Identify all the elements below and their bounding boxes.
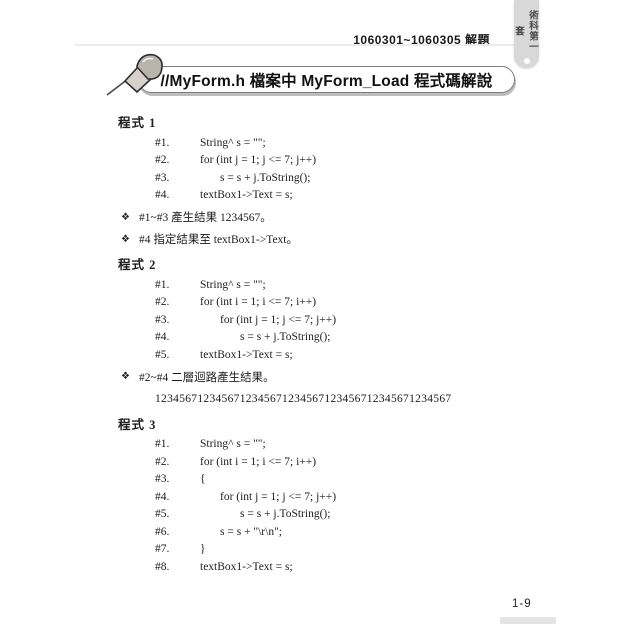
note-line: ❖ #2~#4 二層迴路產生結果。 xyxy=(118,366,558,388)
line-number: #1. xyxy=(155,136,170,149)
code-text: for (int i = 1; i <= 7; i++) xyxy=(200,296,317,309)
line-number: #2. xyxy=(155,455,170,468)
code-text: for (int j = 1; j <= 7; j++) xyxy=(220,313,337,326)
code-line: #1. String^ s = ""; xyxy=(118,436,558,454)
code-text: s = s + j.ToString(); xyxy=(240,508,331,521)
code-text: textBox1->Text = s; xyxy=(200,348,293,361)
note-line: ❖ #4 指定結果至 textBox1->Text。 xyxy=(118,228,558,250)
code-line: #3. { xyxy=(118,471,558,489)
line-number: #1. xyxy=(155,278,170,291)
chapter-side-tab[interactable]: 術科第一套 xyxy=(513,0,539,68)
note-text: #2~#4 二層迴路產生結果。 xyxy=(139,371,275,384)
notes-block: ❖ #1~#3 產生結果 1234567。 ❖ #4 指定結果至 textBox1->… xyxy=(118,206,558,250)
line-number: #4. xyxy=(155,331,170,344)
header-divider xyxy=(75,44,514,46)
page-header-title: 1060301~1060305 解題 xyxy=(353,33,490,47)
code-text: String^ s = ""; xyxy=(200,278,266,291)
code-text: for (int j = 1; j <= 7; j++) xyxy=(220,490,337,503)
code-line: #2. for (int i = 1; i <= 7; i++) xyxy=(118,294,558,312)
section-title-banner: //MyForm.h 檔案中 MyForm_Load 程式碼解說 xyxy=(138,66,515,93)
code-text: String^ s = ""; xyxy=(200,136,266,149)
side-tab-dot-icon xyxy=(523,58,530,64)
code-line: #8. textBox1->Text = s; xyxy=(118,558,558,576)
code-line: #5. textBox1->Text = s; xyxy=(118,346,558,364)
code-text: for (int i = 1; i <= 7; i++) xyxy=(200,455,317,468)
code-line: #2. for (int j = 1; j <= 7; j++) xyxy=(118,152,558,170)
note-text: #4 指定結果至 textBox1->Text。 xyxy=(139,234,299,246)
footer-bar xyxy=(500,617,556,624)
code-line: #7.} xyxy=(118,541,558,559)
page-number: 1-9 xyxy=(512,598,532,610)
code-text: { xyxy=(200,473,206,486)
code-block: #1. String^ s = ""; #2. for (int i = 1; i <… xyxy=(118,276,558,364)
program-heading: 程式 3 xyxy=(118,417,157,432)
program-section: 程式 1 #1. String^ s = ""; #2. for (int j = 1;… xyxy=(118,114,558,250)
diamond-bullet-icon: ❖ xyxy=(121,371,130,382)
code-line: #1. String^ s = ""; xyxy=(118,276,558,294)
line-number: #6. xyxy=(155,525,170,538)
side-tab-label: 術科第一套 xyxy=(513,10,537,52)
program-section: 程式 3 #1. String^ s = ""; #2. for (int i = 1;… xyxy=(118,416,558,576)
section-title: //MyForm.h 檔案中 MyForm_Load 程式碼解說 xyxy=(160,72,493,90)
program-section: 程式 2 #1. String^ s = ""; #2. for (int i = 1;… xyxy=(118,256,558,410)
code-line: #1. String^ s = ""; xyxy=(118,134,558,152)
program-heading: 程式 1 xyxy=(118,116,157,130)
code-block: #1. String^ s = ""; #2. for (int j = 1; j <… xyxy=(118,134,558,204)
diamond-bullet-icon: ❖ xyxy=(121,211,130,223)
code-text: s = s + "\r\n"; xyxy=(220,525,282,538)
note-line: ❖ #1~#3 產生結果 1234567。 xyxy=(118,206,558,228)
code-block: #1. String^ s = ""; #2. for (int i = 1; i <… xyxy=(118,436,558,576)
line-number: #1. xyxy=(155,438,170,451)
solution-content: 程式 1 #1. String^ s = ""; #2. for (int j = 1;… xyxy=(118,112,558,576)
code-text: String^ s = ""; xyxy=(200,438,266,451)
line-number: #5. xyxy=(155,348,170,361)
code-text: textBox1->Text = s; xyxy=(200,560,293,573)
note-text: #1~#3 產生結果 1234567。 xyxy=(139,212,272,224)
code-line: #6. s = s + "\r\n"; xyxy=(118,523,558,541)
line-number: #3. xyxy=(155,171,170,184)
code-text: s = s + j.ToString(); xyxy=(240,331,331,344)
code-text: } xyxy=(200,543,206,556)
program-heading: 程式 2 xyxy=(118,258,157,272)
code-text: for (int j = 1; j <= 7; j++) xyxy=(200,154,317,167)
notes-block: ❖ #2~#4 二層迴路產生結果。 xyxy=(118,366,558,388)
line-number: #3. xyxy=(155,473,170,486)
line-number: #5. xyxy=(155,508,170,521)
diamond-bullet-icon: ❖ xyxy=(121,233,130,245)
code-line: #3. s = s + j.ToString(); xyxy=(118,169,558,187)
code-text: s = s + j.ToString(); xyxy=(220,171,311,184)
code-line: #4. textBox1->Text = s; xyxy=(118,187,558,205)
line-number: #4. xyxy=(155,490,170,503)
line-number: #2. xyxy=(155,154,170,167)
code-line: #2. for (int i = 1; i <= 7; i++) xyxy=(118,453,558,471)
line-number: #2. xyxy=(155,296,170,309)
line-number: #3. xyxy=(155,313,170,326)
line-number: #4. xyxy=(155,189,170,202)
code-line: #4. for (int j = 1; j <= 7; j++) xyxy=(118,488,558,506)
line-number: #7. xyxy=(155,543,170,556)
code-line: #3. for (int j = 1; j <= 7; j++) xyxy=(118,311,558,329)
result-output: 1234567123456712345671234567123456712345… xyxy=(155,392,452,405)
pushpin-icon xyxy=(106,53,163,96)
line-number: #8. xyxy=(155,560,170,573)
code-line: #4. s = s + j.ToString(); xyxy=(118,329,558,347)
code-line: #5. s = s + j.ToString(); xyxy=(118,506,558,524)
code-text: textBox1->Text = s; xyxy=(200,189,293,202)
